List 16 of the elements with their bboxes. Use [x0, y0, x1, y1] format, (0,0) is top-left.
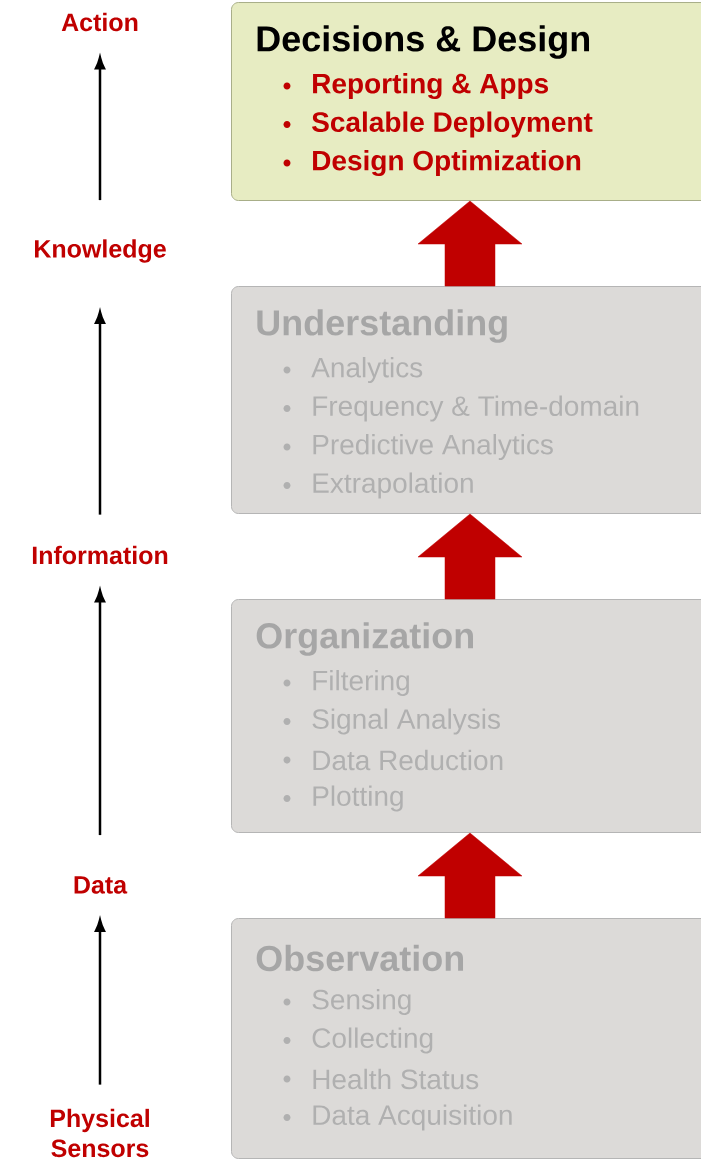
block-arrow	[417, 832, 523, 919]
bullet-item: Design Optimization	[313, 149, 581, 177]
stage-label: Knowledge	[35, 239, 166, 263]
process-box	[231, 918, 701, 1159]
block-arrow	[417, 513, 523, 600]
stage-label: Physical Sensors	[50, 1108, 149, 1158]
stage-label: Data	[74, 876, 128, 894]
block-arrow	[417, 200, 523, 287]
process-box	[231, 2, 701, 201]
box-heading: Decisions & Design	[257, 25, 589, 59]
process-box	[231, 599, 701, 833]
stage-label: Information	[32, 545, 168, 565]
bullet-item: Reporting & Apps	[313, 72, 549, 100]
bullet-item: Scalable Deployment	[312, 111, 593, 138]
stage-label: Action	[61, 12, 138, 32]
process-box	[231, 286, 701, 514]
